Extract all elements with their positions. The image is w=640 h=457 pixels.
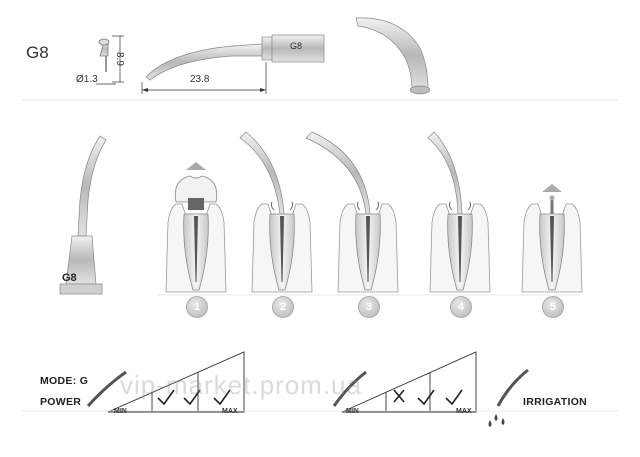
tip-dimensioned-view	[141, 34, 325, 94]
procedure-step-2	[239, 131, 313, 293]
min-label-right: MIN	[346, 408, 359, 415]
handpiece-icon	[332, 370, 367, 407]
height-label: 8.9	[114, 52, 125, 66]
tip-front-view	[59, 135, 107, 295]
tip-engraving: G8	[62, 272, 77, 284]
watermark: vip-market.prom.ua	[120, 370, 362, 400]
tip-side-label: G8	[290, 41, 303, 51]
max-label-right: MAX	[456, 408, 472, 415]
check-icon	[183, 389, 201, 406]
procedure-step-3	[305, 131, 399, 293]
step-badge-2: 2	[272, 296, 294, 318]
step-badge-1: 1	[186, 296, 208, 318]
check-icon	[445, 389, 463, 406]
procedure-step-1	[165, 162, 227, 293]
check-icon	[213, 389, 231, 406]
tip-side-view	[96, 35, 124, 85]
step-badge-4: 4	[450, 296, 472, 318]
procedure-step-5	[521, 184, 583, 293]
mode-label: MODE: G	[40, 375, 89, 387]
tip-code: G8	[26, 43, 49, 62]
step-badge-3: 3	[358, 296, 380, 318]
power-scale-left	[86, 351, 245, 413]
max-label-left: MAX	[222, 408, 238, 415]
irrigation-label: IRRIGATION	[523, 396, 588, 408]
power-label: POWER	[40, 396, 82, 408]
irrigation-icon	[488, 368, 529, 427]
diameter-label: Ø1.3	[76, 74, 98, 85]
handpiece-icon	[86, 370, 127, 408]
step-badge-5: 5	[542, 296, 564, 318]
procedure-step-4	[427, 131, 491, 293]
power-scale-right	[332, 351, 477, 413]
check-icon	[417, 389, 435, 406]
check-icon	[157, 389, 175, 406]
cross-icon	[393, 389, 405, 403]
min-label-left: MIN	[114, 408, 127, 415]
tip-perspective-view	[355, 17, 431, 95]
length-label: 23.8	[190, 74, 210, 85]
